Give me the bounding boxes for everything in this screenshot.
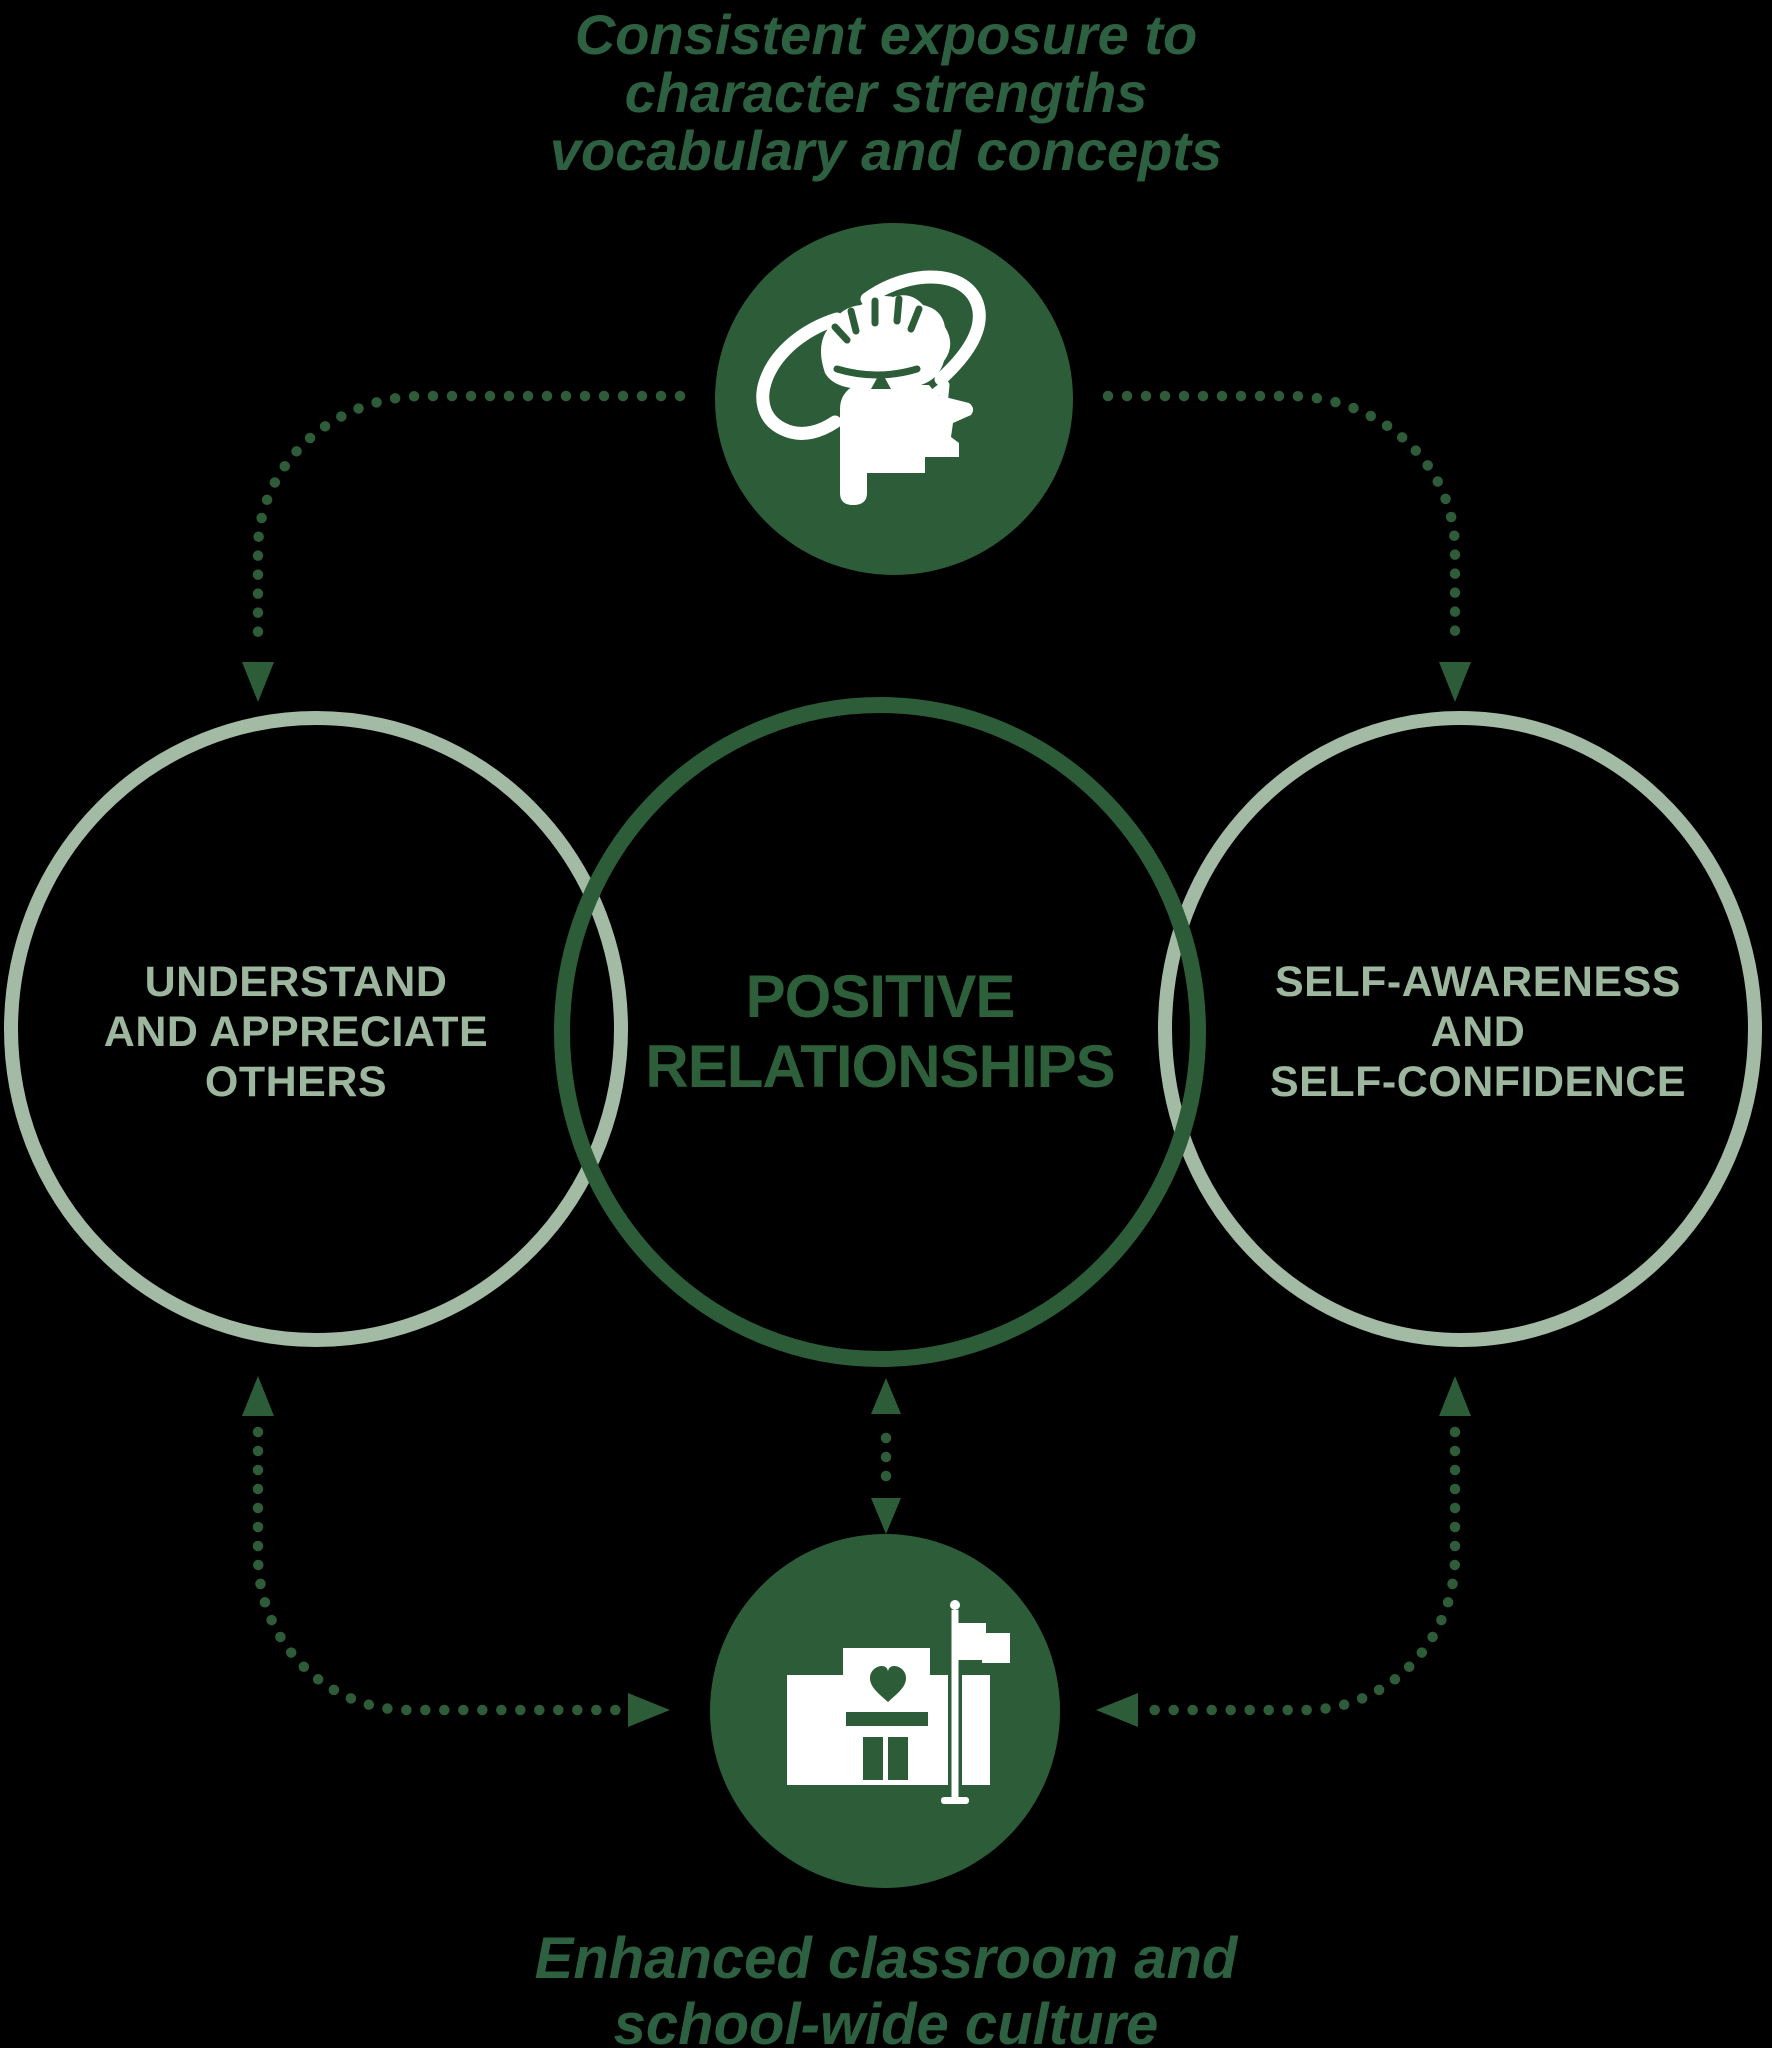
arrowhead-up-icon: [1439, 1376, 1471, 1416]
center-label-line2: RELATIONSHIPS: [645, 1033, 1115, 1100]
arrowhead-left-icon: [1096, 1693, 1138, 1727]
right-circle-ring: [1158, 711, 1762, 1347]
top-annotation-line1: Consistent exposure to: [574, 3, 1198, 66]
left-circle-ring: [4, 711, 628, 1347]
bottom-annotation: Enhanced classroom and school-wide cultu…: [386, 1926, 1386, 2048]
right-label-line2: AND: [1430, 1008, 1526, 1056]
bottom-annotation-line2: school-wide culture: [613, 1992, 1159, 2048]
arrow-top-to-right: [1102, 390, 1471, 702]
right-circle-label: SELF-AWARENESS AND SELF-CONFIDENCE: [1248, 957, 1708, 1107]
center-circle-label: POSITIVE RELATIONSHIPS: [580, 962, 1180, 1102]
top-annotation-line3: vocabulary and concepts: [549, 119, 1223, 182]
arrowhead-up-icon: [242, 1376, 274, 1416]
left-circle-label: UNDERSTAND AND APPRECIATE OTHERS: [66, 957, 526, 1107]
top-annotation: Consistent exposure to character strengt…: [386, 6, 1386, 180]
arrowhead-down-icon: [1439, 662, 1471, 702]
top-node-circle: [715, 223, 1073, 575]
arrowhead-right-icon: [628, 1693, 670, 1727]
bottom-node-circle: [710, 1534, 1060, 1888]
arrow-left-to-bottom: [242, 1376, 670, 1727]
arrowhead-down-icon: [242, 662, 274, 702]
arrowhead-down-icon: [871, 1498, 901, 1534]
left-label-line3: OTHERS: [204, 1058, 388, 1106]
left-label-line2: AND APPRECIATE: [103, 1008, 489, 1056]
center-circle-ring: [554, 697, 1206, 1367]
center-label-line1: POSITIVE: [745, 963, 1016, 1030]
right-label-line3: SELF-CONFIDENCE: [1270, 1058, 1686, 1106]
brain-learning-icon: [756, 270, 986, 505]
arrow-right-to-bottom: [1096, 1376, 1471, 1727]
bottom-annotation-line1: Enhanced classroom and: [534, 1926, 1238, 1991]
top-annotation-line2: character strengths: [624, 61, 1148, 124]
arrow-center-to-bottom: [871, 1378, 901, 1534]
right-label-line1: SELF-AWARENESS: [1275, 958, 1681, 1006]
school-building-icon: [787, 1600, 1010, 1804]
arrowhead-up-icon: [871, 1378, 901, 1414]
left-label-line1: UNDERSTAND: [144, 958, 448, 1006]
arrow-top-to-left: [242, 390, 686, 702]
